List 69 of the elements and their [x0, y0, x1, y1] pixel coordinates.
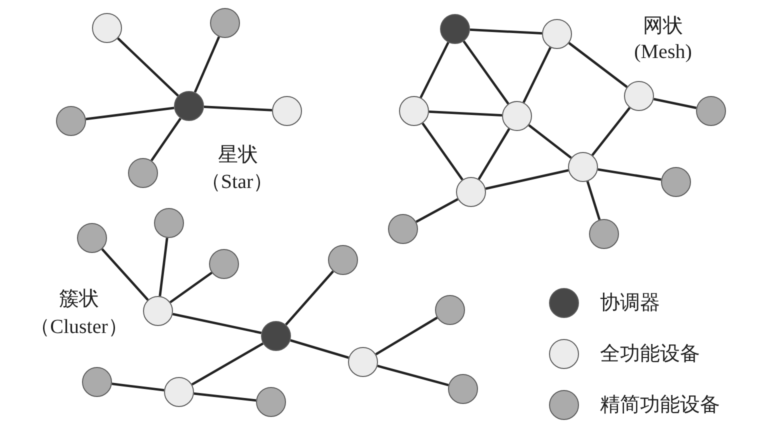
network-node — [77, 223, 107, 253]
connection-line — [568, 42, 628, 88]
connection-line — [470, 28, 542, 34]
connection-line — [375, 316, 438, 356]
topology-label: 簇状 — [59, 287, 99, 311]
connection-line — [194, 392, 256, 402]
network-node — [661, 167, 691, 197]
connection-line — [653, 98, 697, 110]
network-node — [256, 387, 286, 417]
network-node — [440, 14, 470, 44]
network-node — [174, 91, 204, 121]
legend-label: 全功能设备 — [600, 342, 700, 366]
topology-label: 星状 — [218, 143, 258, 167]
network-node — [399, 96, 429, 126]
connection-line — [86, 106, 174, 120]
connection-line — [191, 342, 264, 386]
connection-line — [172, 312, 262, 334]
topology-label: 网状 — [643, 14, 683, 38]
network-node — [696, 96, 726, 126]
network-node — [82, 367, 112, 397]
connection-line — [194, 36, 220, 93]
connection-line — [117, 37, 179, 97]
network-node — [348, 347, 378, 377]
network-node — [272, 96, 302, 126]
legend-label: 精简功能设备 — [600, 393, 720, 417]
connection-line — [422, 122, 464, 180]
network-node — [448, 374, 478, 404]
network-node — [209, 249, 239, 279]
connection-line — [428, 110, 502, 116]
network-node — [456, 177, 486, 207]
connection-line — [586, 180, 601, 220]
network-node — [568, 152, 598, 182]
network-node — [589, 219, 619, 249]
network-node — [542, 19, 572, 49]
network-node — [502, 101, 532, 131]
network-node — [128, 158, 158, 188]
connection-line — [101, 248, 149, 301]
connection-line — [377, 364, 449, 386]
legend-label: 协调器 — [600, 291, 660, 315]
network-node — [56, 106, 86, 136]
network-node — [328, 245, 358, 275]
topology-label: （Star） — [200, 170, 274, 194]
network-node — [143, 296, 173, 326]
connection-line — [204, 106, 272, 112]
connection-line — [420, 42, 450, 98]
network-node — [261, 321, 291, 351]
connection-line — [112, 382, 164, 392]
network-node — [624, 81, 654, 111]
connection-line — [150, 118, 182, 162]
connection-line — [416, 198, 458, 223]
connection-line — [528, 124, 572, 159]
network-node — [154, 208, 184, 238]
connection-line — [290, 339, 349, 359]
connection-line — [462, 40, 510, 104]
connection-line — [170, 272, 212, 304]
network-node — [388, 214, 418, 244]
network-node — [164, 377, 194, 407]
network-node — [435, 295, 465, 325]
topology-label: (Mesh) — [634, 40, 692, 64]
connection-line — [478, 128, 510, 180]
connection-line — [598, 168, 662, 181]
connection-line — [522, 46, 552, 104]
network-node — [210, 8, 240, 38]
topology-label: （Cluster） — [30, 315, 128, 339]
connection-line — [158, 238, 168, 296]
connection-line — [285, 270, 334, 326]
network-node — [92, 13, 122, 43]
connection-line — [591, 107, 631, 156]
connection-line — [485, 169, 569, 190]
